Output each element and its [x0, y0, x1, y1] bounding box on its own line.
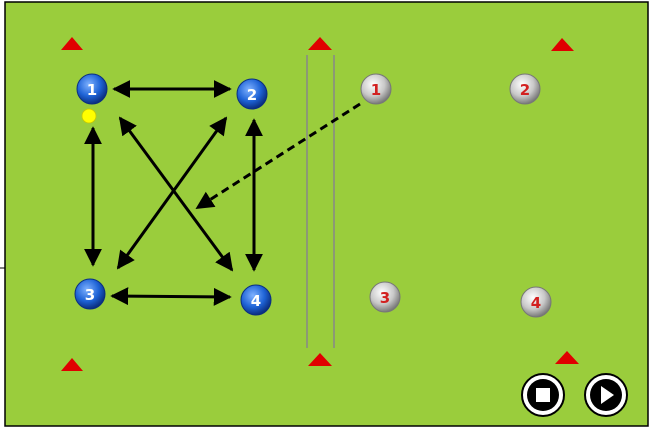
- arrow-defender-run: [195, 102, 361, 210]
- player-grey-4: 4: [520, 286, 552, 318]
- player-grey-2: 2: [509, 73, 541, 105]
- cone-bottom-left: [61, 358, 83, 371]
- player-blue-4: 4: [240, 284, 272, 316]
- player-blue-3: 3: [74, 278, 106, 310]
- cones: [61, 37, 579, 371]
- cone-top-center: [308, 37, 332, 50]
- arrow-2-3: [116, 116, 228, 270]
- player-grey-4-label: 4: [531, 294, 541, 312]
- player-blue-1: 1: [76, 73, 108, 105]
- pitch: [4, 1, 649, 427]
- ball: [81, 108, 97, 124]
- stop-button[interactable]: [521, 373, 565, 417]
- player-blue-4-label: 4: [251, 292, 261, 310]
- player-blue-2-label: 2: [247, 86, 257, 104]
- player-blue-2: 2: [236, 78, 268, 110]
- play-button[interactable]: [584, 373, 628, 417]
- player-grey-3: 3: [369, 281, 401, 313]
- cone-top-left: [61, 37, 83, 50]
- pass-arrows: [84, 80, 361, 306]
- play-icon: [601, 386, 614, 404]
- arrow-3-4: [110, 287, 232, 306]
- player-grey-1-label: 1: [371, 81, 381, 99]
- player-blue-3-label: 3: [85, 286, 95, 304]
- cone-top-right: [551, 38, 574, 51]
- player-grey-2-label: 2: [520, 81, 530, 99]
- player-grey-1: 1: [360, 73, 392, 105]
- player-blue-1-label: 1: [87, 81, 97, 99]
- stop-icon: [536, 388, 550, 402]
- cone-bottom-center: [308, 353, 332, 366]
- cone-bottom-right: [555, 351, 579, 364]
- player-grey-3-label: 3: [380, 289, 390, 307]
